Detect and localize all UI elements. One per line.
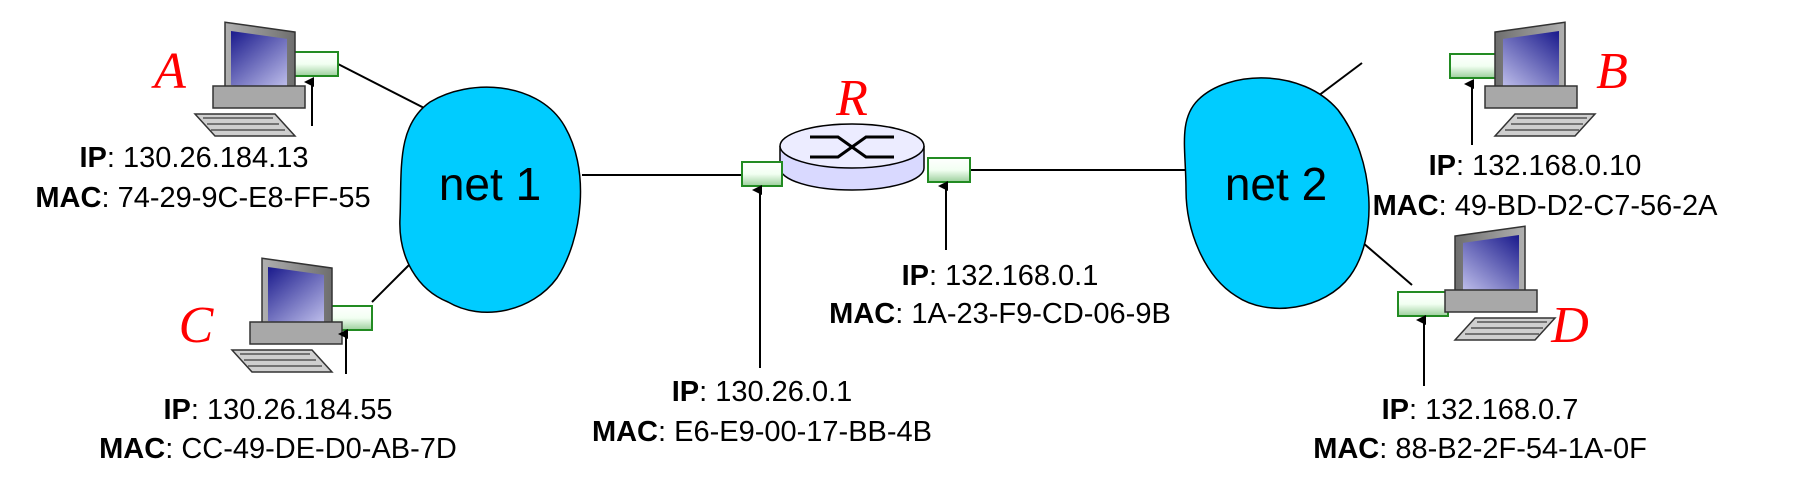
host-b-name: B: [1596, 43, 1628, 100]
adapters: [287, 51, 1501, 331]
host-c-ip: IP: 130.26.184.55: [164, 394, 393, 426]
host-d-mac: MAC: 88-B2-2F-54-1A-0F: [1313, 433, 1647, 465]
net2-cloud: [1183, 77, 1370, 309]
host-b-ip: IP: 132.168.0.10: [1429, 150, 1642, 182]
router: [779, 123, 925, 191]
host-a-mac: MAC: 74-29-9C-E8-FF-55: [35, 182, 370, 214]
router-right-ip: IP: 132.168.0.1: [902, 260, 1099, 292]
router-right-addresses: IP: 132.168.0.1 MAC: 1A-23-F9-CD-06-9B: [829, 260, 1171, 330]
adapter-a: [287, 51, 339, 77]
adapter-router-left: [741, 161, 783, 187]
host-d-computer-icon: [1444, 225, 1557, 341]
host-a-computer-icon: [193, 21, 306, 137]
link-c-net1: [371, 261, 413, 303]
host-b-mac: MAC: 49-BD-D2-C7-56-2A: [1373, 190, 1719, 222]
host-b-computer-icon: [1484, 21, 1597, 137]
router-left-ip: IP: 130.26.0.1: [672, 376, 853, 408]
host-c-addresses: IP: 130.26.184.55 MAC: CC-49-DE-D0-AB-7D: [99, 394, 457, 465]
host-a-ip: IP: 130.26.184.13: [80, 142, 309, 174]
host-b-addresses: IP: 132.168.0.10 MAC: 49-BD-D2-C7-56-2A: [1373, 150, 1719, 222]
router-right-mac: MAC: 1A-23-F9-CD-06-9B: [829, 298, 1171, 330]
net1-cloud: [399, 86, 582, 313]
net2-label: net 2: [1225, 158, 1327, 210]
host-c-name: C: [179, 297, 215, 354]
host-c-computer-icon: [230, 257, 343, 373]
adapter-b: [1449, 53, 1501, 79]
host-a-addresses: IP: 130.26.184.13 MAC: 74-29-9C-E8-FF-55: [35, 142, 370, 214]
link-a-net1: [337, 63, 433, 113]
router-cross-icon: [810, 135, 894, 159]
host-a-name: A: [151, 43, 186, 100]
pointer-arrows: [304, 77, 1474, 386]
adapter-router-right: [927, 157, 971, 183]
host-c-mac: MAC: CC-49-DE-D0-AB-7D: [99, 433, 457, 465]
host-d-name: D: [1550, 297, 1589, 354]
router-left-addresses: IP: 130.26.0.1 MAC: E6-E9-00-17-BB-4B: [592, 376, 932, 448]
adapter-d: [1397, 291, 1449, 317]
router-left-mac: MAC: E6-E9-00-17-BB-4B: [592, 416, 932, 448]
host-d-addresses: IP: 132.168.0.7 MAC: 88-B2-2F-54-1A-0F: [1313, 394, 1647, 465]
host-d-ip: IP: 132.168.0.7: [1382, 394, 1579, 426]
router-name: R: [835, 70, 868, 127]
net1-label: net 1: [439, 158, 541, 210]
